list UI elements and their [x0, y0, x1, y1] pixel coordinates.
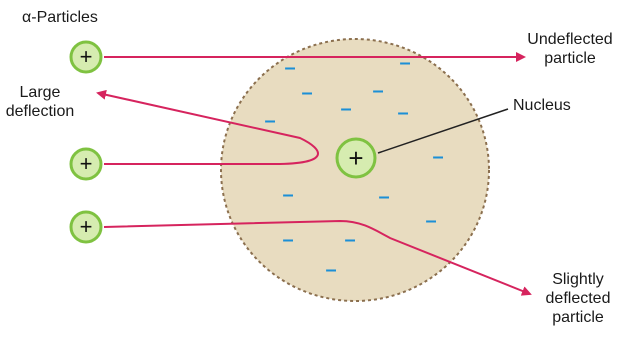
electron: –: [282, 229, 293, 251]
nucleus-label: Nucleus: [513, 97, 571, 114]
undeflected-particle-label: Undeflected particle: [520, 30, 620, 68]
alpha-particle-top: +: [69, 40, 103, 74]
slight-label-line3: particle: [552, 309, 604, 326]
plus-sign-icon: +: [80, 151, 93, 176]
nucleus-pointer-line: [377, 108, 509, 154]
electron: –: [264, 110, 275, 132]
large-deflection-label-line2: deflection: [5, 103, 75, 120]
alpha-particle-bottom: +: [69, 210, 103, 244]
slight-deflection-path: [103, 219, 532, 296]
electron: –: [284, 57, 295, 79]
electron: –: [301, 82, 312, 104]
electron: –: [378, 186, 389, 208]
plus-sign-icon: +: [80, 44, 93, 69]
large-deflection-label: Large deflection: [0, 83, 80, 121]
alpha-particle-middle: +: [69, 147, 103, 181]
large-deflection-path: [96, 89, 319, 165]
plus-sign-icon: +: [80, 214, 93, 239]
electron: –: [340, 98, 351, 120]
slight-label-line2: deflected: [545, 290, 611, 307]
electron: –: [325, 259, 336, 281]
electrons: – – – – – – – – – – – – – –: [264, 52, 443, 281]
alpha-particles-label: α-Particles: [22, 9, 98, 26]
electron: –: [425, 210, 436, 232]
large-deflection-label-line1: Large: [19, 84, 61, 101]
electron: –: [372, 80, 383, 102]
electron: –: [399, 52, 410, 74]
undeflected-label-line1: Undeflected: [527, 31, 613, 48]
electron: –: [344, 229, 355, 251]
undeflected-label-line2: particle: [544, 50, 596, 67]
plus-sign-icon: +: [348, 143, 363, 173]
slight-label-line1: Slightly: [552, 271, 604, 288]
slightly-deflected-particle-label: Slightly deflected particle: [528, 270, 628, 327]
electron: –: [397, 102, 408, 124]
electron: –: [282, 184, 293, 206]
nucleus: +: [335, 137, 377, 179]
particle-paths: [96, 52, 532, 296]
electron: –: [432, 146, 443, 168]
